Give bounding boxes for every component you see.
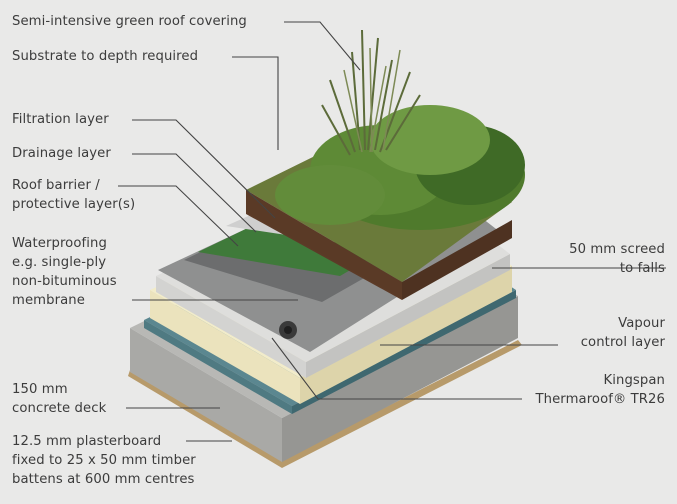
label-insulation: Kingspan Thermaroof® TR26 bbox=[535, 371, 665, 409]
leader-lines bbox=[118, 21, 666, 442]
label-concrete-deck-line2: concrete deck bbox=[12, 401, 107, 416]
label-plasterboard-line2: fixed to 25 x 50 mm timber bbox=[12, 453, 196, 468]
label-insulation-line1: Kingspan bbox=[603, 373, 665, 388]
label-waterproofing: Waterproofing e.g. single-ply non-bitumi… bbox=[12, 234, 117, 310]
leader-insulation bbox=[271, 337, 522, 400]
label-vapour: Vapour control layer bbox=[581, 314, 665, 352]
label-insulation-line2: Thermaroof® TR26 bbox=[535, 392, 665, 407]
label-filtration: Filtration layer bbox=[12, 112, 109, 127]
label-plasterboard: 12.5 mm plasterboard fixed to 25 x 50 mm… bbox=[12, 432, 196, 489]
label-plasterboard-line1: 12.5 mm plasterboard bbox=[12, 434, 162, 449]
label-waterproofing-line4: membrane bbox=[12, 293, 85, 308]
label-waterproofing-line1: Waterproofing bbox=[12, 236, 107, 251]
timber-battens bbox=[128, 340, 522, 468]
leader-drainage bbox=[132, 153, 257, 233]
label-waterproofing-line2: e.g. single-ply bbox=[12, 255, 107, 270]
label-roof-barrier-line2: protective layer(s) bbox=[12, 197, 136, 212]
label-vapour-line1: Vapour bbox=[618, 316, 665, 331]
label-concrete-deck: 150 mm concrete deck bbox=[12, 380, 106, 418]
label-waterproofing-line3: non-bituminous bbox=[12, 274, 117, 289]
leader-roof-barrier bbox=[118, 185, 239, 247]
label-roof-barrier-line1: Roof barrier / bbox=[12, 178, 100, 193]
leader-filtration bbox=[132, 119, 276, 219]
label-concrete-deck-line1: 150 mm bbox=[12, 382, 68, 397]
label-screed-line2: to falls bbox=[619, 261, 665, 276]
label-plasterboard-line3: battens at 600 mm centres bbox=[12, 472, 195, 487]
label-vapour-line2: control layer bbox=[580, 335, 665, 350]
label-drainage: Drainage layer bbox=[12, 146, 111, 161]
label-green-roof: Semi-intensive green roof covering bbox=[12, 14, 247, 29]
vegetation bbox=[275, 29, 525, 230]
label-roof-barrier: Roof barrier / protective layer(s) bbox=[12, 176, 135, 214]
label-substrate: Substrate to depth required bbox=[12, 49, 199, 64]
leader-green-roof bbox=[284, 21, 361, 71]
leader-substrate bbox=[232, 56, 279, 150]
label-screed: 50 mm screed to falls bbox=[569, 240, 665, 278]
label-screed-line1: 50 mm screed bbox=[569, 242, 665, 257]
